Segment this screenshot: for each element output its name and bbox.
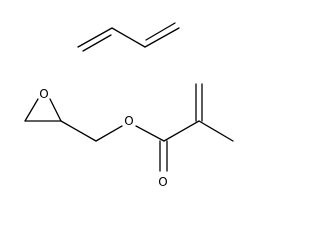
epoxide-bond-o-c2: [49, 98, 62, 122]
methacryl-group: [163, 83, 234, 142]
butadiene-bond-c1-c2-second: [82, 34, 112, 52]
bond-ring-c-ch2: [60, 120, 97, 142]
epoxide-ring: [24, 98, 62, 122]
butadiene-molecule: [77, 22, 180, 52]
carbonyl-oxygen-label: O: [158, 175, 167, 189]
bond-carbonyl-c-alpha-c: [163, 120, 200, 142]
butadiene-bond-c1-c2: [77, 27, 113, 48]
butadiene-bond-c2-c3: [111, 27, 146, 48]
ester-linkage: [135, 125, 168, 172]
epoxide-bond-o-c1: [24, 98, 39, 122]
chemical-structure-diagram: O O O: [24, 22, 234, 189]
butadiene-bond-c3-c4-second: [145, 22, 176, 41]
bond-alpha-c-methyl: [198, 120, 234, 142]
epoxide-oxygen-label: O: [39, 87, 48, 101]
bond-ester-o-carbonyl-c: [135, 125, 165, 142]
bond-ch2-ester-o: [95, 125, 123, 142]
ester-oxygen-label: O: [124, 114, 133, 128]
butadiene-bond-c3-c4: [144, 27, 180, 48]
glycidyl-chain: [60, 120, 123, 142]
glycidyl-methacrylate-molecule: O O O: [24, 83, 234, 189]
